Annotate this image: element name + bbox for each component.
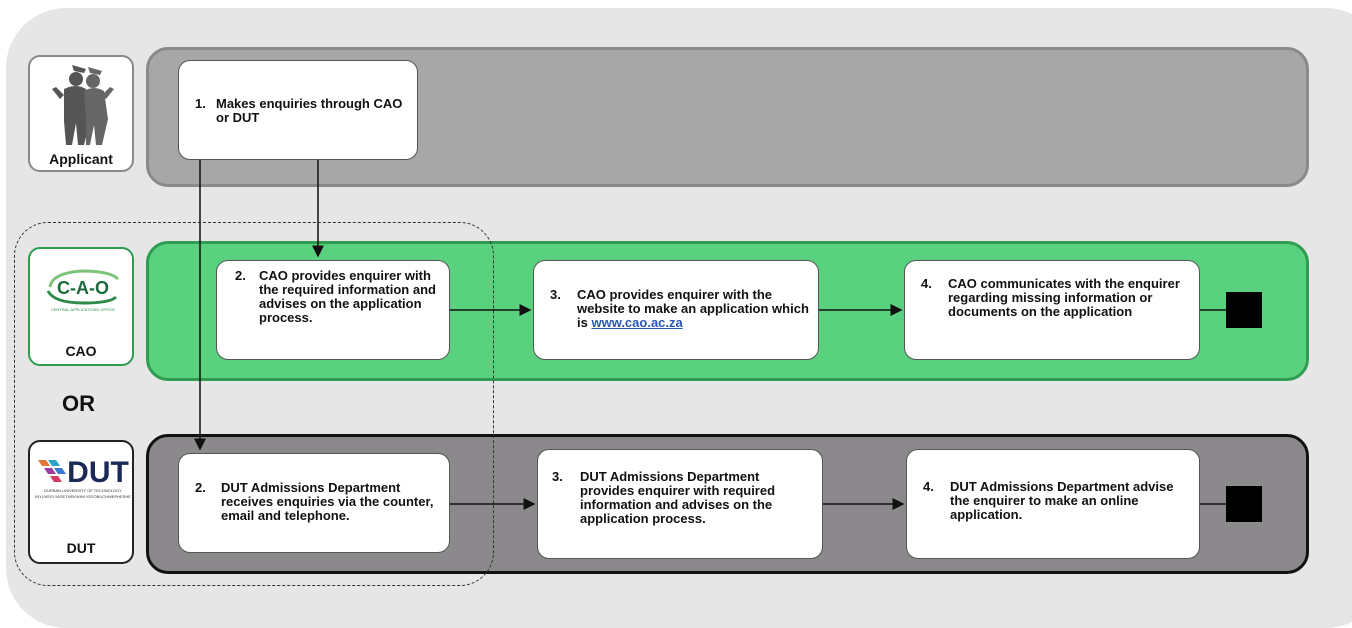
svg-text:DURBAN UNIVERSITY OF TECHNOLOG: DURBAN UNIVERSITY OF TECHNOLOGY	[44, 488, 122, 493]
connector-layer	[194, 160, 1226, 510]
svg-text:INYUVESI YASETHEKWINI YEZOBUCH: INYUVESI YASETHEKWINI YEZOBUCHWEPHESHE	[35, 494, 131, 499]
step-dut-3: 3. DUT Admissions Department provides en…	[537, 449, 823, 559]
step-applicant-1: 1. Makes enquiries through CAO or DUT	[178, 60, 418, 160]
cao-end-marker	[1226, 292, 1262, 328]
step-cao-2: 2. CAO provides enquirer with the requir…	[216, 260, 450, 360]
applicant-actor: Applicant	[28, 55, 134, 172]
graduates-icon	[52, 65, 114, 145]
dut-label: DUT	[66, 540, 96, 556]
step-2-group-outline	[14, 222, 494, 586]
svg-text:DUT: DUT	[67, 456, 129, 489]
cao-actor: C-A-O CENTRAL APPLICATIONS OFFICE CAO	[28, 247, 134, 366]
svg-text:C-A-O: C-A-O	[57, 278, 109, 298]
cao-website-link[interactable]: www.cao.ac.za	[591, 315, 683, 330]
dut-logo: DUT DURBAN UNIVERSITY OF TECHNOLOGY INYU…	[35, 456, 131, 499]
step-cao-4: 4. CAO communicates with the enquirer re…	[904, 260, 1200, 360]
step-dut-4: 4. DUT Admissions Department advise the …	[906, 449, 1200, 559]
applicant-label: Applicant	[49, 151, 113, 167]
or-label: OR	[62, 391, 95, 416]
cao-label: CAO	[65, 343, 97, 359]
step-dut-2: 2. DUT Admissions Department receives en…	[178, 453, 450, 553]
step-cao-3: 3. CAO provides enquirer with the websit…	[533, 260, 819, 360]
cao-logo: C-A-O CENTRAL APPLICATIONS OFFICE	[46, 269, 120, 312]
dut-actor: DUT DURBAN UNIVERSITY OF TECHNOLOGY INYU…	[28, 440, 134, 564]
svg-text:CENTRAL APPLICATIONS OFFICE: CENTRAL APPLICATIONS OFFICE	[51, 307, 115, 312]
dut-end-marker	[1226, 486, 1262, 522]
